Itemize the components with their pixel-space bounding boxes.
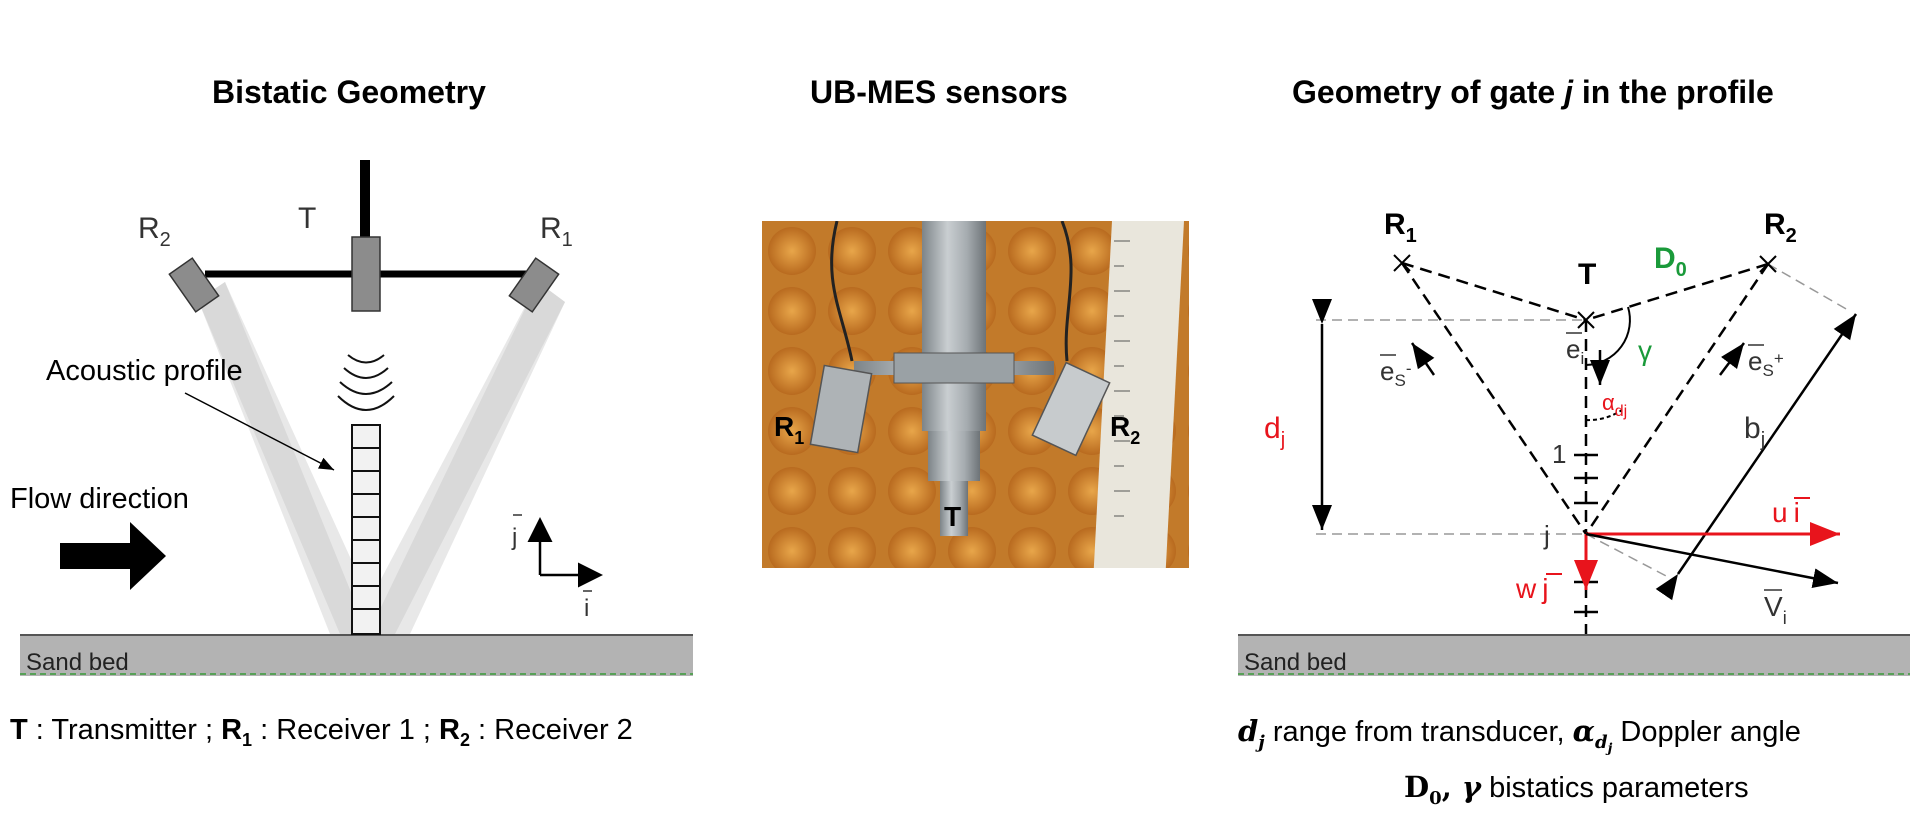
- gate-column: [351, 424, 381, 635]
- central-tube: [922, 221, 986, 431]
- label-es-minus: eS-: [1380, 356, 1411, 390]
- left-sand-bed-label: Sand bed: [26, 649, 129, 676]
- flow-direction-label: Flow direction: [10, 483, 189, 515]
- wave-arc-2: [343, 367, 389, 379]
- label-gate-j: j: [1543, 520, 1550, 550]
- caption-r1-text: : Receiver 1 ;: [252, 714, 440, 746]
- bar-clamp: [893, 352, 1015, 384]
- label-bj: bj: [1744, 412, 1765, 451]
- label-gamma: γ: [1638, 335, 1652, 366]
- gamma-arc: [1585, 306, 1631, 366]
- ub-mes-sensors-photo: R1 R2 T: [762, 221, 1189, 568]
- v-extension: [1585, 533, 1671, 579]
- caption-gamma: γ: [1461, 770, 1482, 804]
- caption-alpha: αdj: [1572, 714, 1613, 757]
- axis-j-label: j: [511, 524, 517, 551]
- left-label-r2: R2: [138, 212, 171, 251]
- es-plus-arrow: [1719, 342, 1745, 376]
- caption-r2: R2: [439, 714, 470, 750]
- right-label-t: T: [1578, 258, 1596, 291]
- label-v: Vi: [1764, 591, 1787, 628]
- alpha-arc: [1585, 409, 1623, 422]
- label-ei: ei: [1566, 334, 1584, 368]
- flow-arrow: [60, 522, 166, 590]
- caption-sep: ,: [1441, 770, 1462, 804]
- left-label-r1: R1: [540, 212, 573, 251]
- left-panel-title: Bistatic Geometry: [212, 74, 486, 110]
- transmitter-sensor: [351, 236, 381, 312]
- right-label-r2: R2: [1764, 208, 1797, 247]
- acoustic-profile-pointer: [184, 392, 335, 471]
- cable-right: [1060, 221, 1073, 362]
- axis-i-label: i: [584, 595, 589, 622]
- photo-label-r2: R2: [1110, 411, 1140, 448]
- cable-left: [830, 221, 854, 362]
- r2-cross: [1759, 255, 1777, 273]
- label-dj: dj: [1264, 412, 1285, 451]
- caption-d0: D0: [1404, 770, 1442, 809]
- right-caption-line1: dj range from transducer, αdj Doppler an…: [1238, 714, 1801, 756]
- acoustic-profile-label: Acoustic profile: [46, 355, 243, 387]
- right-title-suffix: in the profile: [1572, 74, 1774, 110]
- receiver-r1-sensor: [508, 257, 560, 313]
- r1-cross: [1393, 254, 1411, 272]
- caption-t: T: [10, 714, 28, 746]
- left-caption: T : Transmitter ; R1 : Receiver 1 ; R2 :…: [10, 714, 633, 751]
- wave-arc-4: [337, 395, 395, 411]
- caption-t-text: : Transmitter ;: [27, 714, 222, 746]
- right-title-prefix: Geometry of gate: [1292, 74, 1565, 110]
- right-panel-title: Geometry of gate j in the profile: [1292, 74, 1774, 111]
- wave-arc-1: [347, 354, 385, 364]
- right-label-r1: R1: [1384, 208, 1417, 247]
- receiver-r2-sensor: [168, 257, 220, 313]
- photo-label-t: T: [944, 501, 961, 532]
- ruler: [1093, 221, 1184, 568]
- caption-r2-text: : Receiver 2: [470, 714, 633, 746]
- left-label-t: T: [298, 202, 316, 235]
- caption-doppler-text: Doppler angle: [1612, 716, 1801, 748]
- label-alpha: αdj: [1602, 390, 1627, 420]
- transducer-tip: [940, 481, 968, 536]
- es-minus-arrow: [1410, 342, 1436, 376]
- r2-extension: [1767, 263, 1849, 311]
- ruler-ticks: [1114, 240, 1130, 517]
- right-title-var: j: [1564, 74, 1573, 110]
- right-beam-body: [352, 282, 565, 634]
- right-sand-bed-label: Sand bed: [1244, 649, 1347, 676]
- label-d0: D0: [1654, 242, 1687, 281]
- bj-arrow: [1655, 313, 1858, 601]
- left-beam-body: [198, 282, 385, 634]
- right-sand-bed: [1238, 634, 1910, 676]
- receiver-r2-photo: [1031, 361, 1111, 457]
- middle-panel-title: UB-MES sensors: [810, 74, 1068, 110]
- mast: [360, 160, 370, 240]
- receiver-r1-photo: [809, 364, 873, 454]
- sand-bed: [20, 634, 693, 676]
- caption-r1: R1: [221, 714, 253, 750]
- caption-bistatics-text: bistatics parameters: [1481, 772, 1749, 804]
- caption-range-text: range from transducer,: [1264, 716, 1573, 748]
- photo-label-r1: R1: [774, 411, 804, 448]
- photo-illustration: R1 R2 T: [762, 221, 1189, 568]
- central-tube-lower: [928, 431, 980, 481]
- label-gate-1: 1: [1552, 439, 1566, 469]
- right-caption-line2: D0, γ bistatics parameters: [1404, 770, 1749, 809]
- wave-arc-3: [339, 381, 393, 395]
- v-arrow: [1585, 532, 1839, 589]
- caption-dj: dj: [1238, 714, 1265, 753]
- t-cross: [1577, 311, 1595, 329]
- label-es-plus: eS+: [1748, 346, 1784, 380]
